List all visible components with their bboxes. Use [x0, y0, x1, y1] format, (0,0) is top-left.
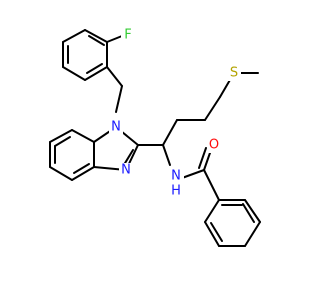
benzoyl-ring: [204, 199, 261, 247]
oxygen-label: O: [209, 138, 219, 153]
sulfur-label: S: [230, 66, 238, 81]
atom-n-top: N: [109, 120, 123, 135]
fluorophenyl-ring: [62, 29, 108, 81]
nitrogen-label-bottom: N: [121, 163, 131, 178]
amide-hydrogen-label: H: [171, 184, 181, 199]
amide-nitrogen-label: N: [171, 169, 181, 184]
c-f-bond: [106, 35, 123, 43]
amide-group: [162, 144, 220, 201]
molecule-canvas: F N N S O N H: [49, 28, 261, 247]
molecule-structure: F N N S O N H: [49, 28, 261, 247]
benzyl-linker: [106, 66, 123, 113]
atom-s: S: [227, 66, 241, 81]
atom-o: O: [207, 138, 221, 153]
atom-n-bottom: N: [119, 163, 133, 178]
nitrogen-label-top: N: [111, 120, 121, 135]
benzo-ring: [49, 129, 95, 181]
atom-nh: N H: [166, 168, 184, 199]
fluorine-label: F: [124, 28, 131, 43]
atom-f: F: [121, 28, 135, 43]
backbone-chain: [137, 72, 259, 146]
